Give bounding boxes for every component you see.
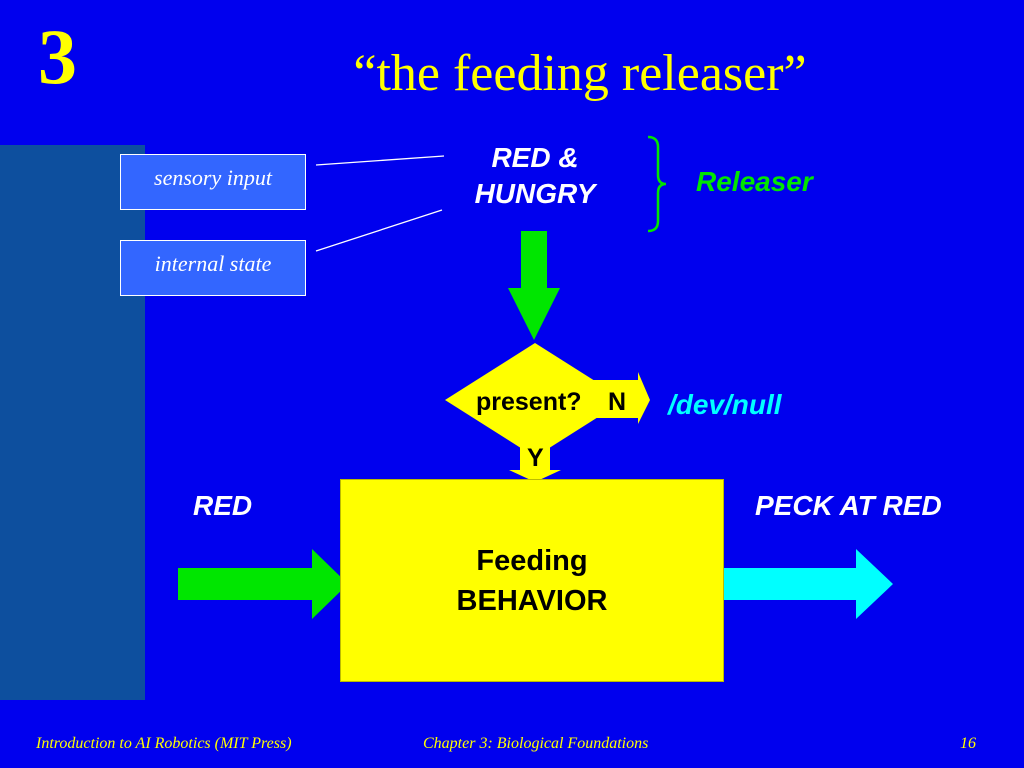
decision-diamond [445, 343, 625, 457]
releaser-brace [647, 135, 667, 233]
decision-no-label: N [608, 388, 626, 416]
sensory-connector-line [315, 155, 445, 166]
down-arrow-green [508, 231, 560, 340]
yes-arrow [509, 440, 561, 482]
sensory-input-box: sensory input [120, 154, 306, 210]
releaser-label: Releaser [696, 166, 813, 197]
releaser-condition: RED & HUNGRY [474, 142, 596, 209]
footer-book-title: Introduction to AI Robotics (MIT Press) [36, 735, 292, 752]
internal-state-box: internal state [120, 240, 306, 296]
feeding-behavior-box: Feeding BEHAVIOR [340, 479, 724, 682]
decision-yes-label: Y [527, 444, 544, 472]
stimulus-label: RED [193, 490, 253, 521]
footer-page-number: 16 [960, 735, 976, 752]
input-arrow-green [178, 549, 348, 619]
footer-chapter: Chapter 3: Biological Foundations [423, 735, 649, 752]
internal-state-connector-line [315, 209, 443, 252]
slide-title: “the feeding releaser” [353, 45, 807, 102]
chapter-number: 3 [38, 13, 77, 100]
dev-null-label: /dev/null [668, 389, 782, 420]
side-panel [0, 145, 145, 700]
output-label: PECK AT RED [755, 490, 942, 521]
output-arrow-cyan [722, 549, 893, 619]
decision-question: present? [476, 388, 582, 416]
